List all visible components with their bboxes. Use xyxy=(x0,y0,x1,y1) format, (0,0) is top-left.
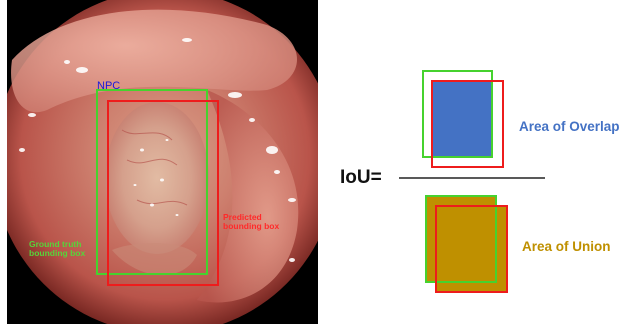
predicted-box xyxy=(108,101,218,285)
npc-label: NPC xyxy=(97,80,120,92)
predicted-label-line2: bounding box xyxy=(223,222,279,231)
ground-truth-label-line2: bounding box xyxy=(29,249,85,258)
iou-label: IoU= xyxy=(340,168,382,189)
predicted-label: Predicted bounding box xyxy=(223,213,279,232)
area-of-union-label: Area of Union xyxy=(522,240,611,255)
overlap-fill xyxy=(432,81,492,157)
area-of-overlap-label: Area of Overlap xyxy=(519,120,620,135)
ground-truth-box xyxy=(97,90,207,274)
ground-truth-label: Ground truth bounding box xyxy=(29,240,85,259)
